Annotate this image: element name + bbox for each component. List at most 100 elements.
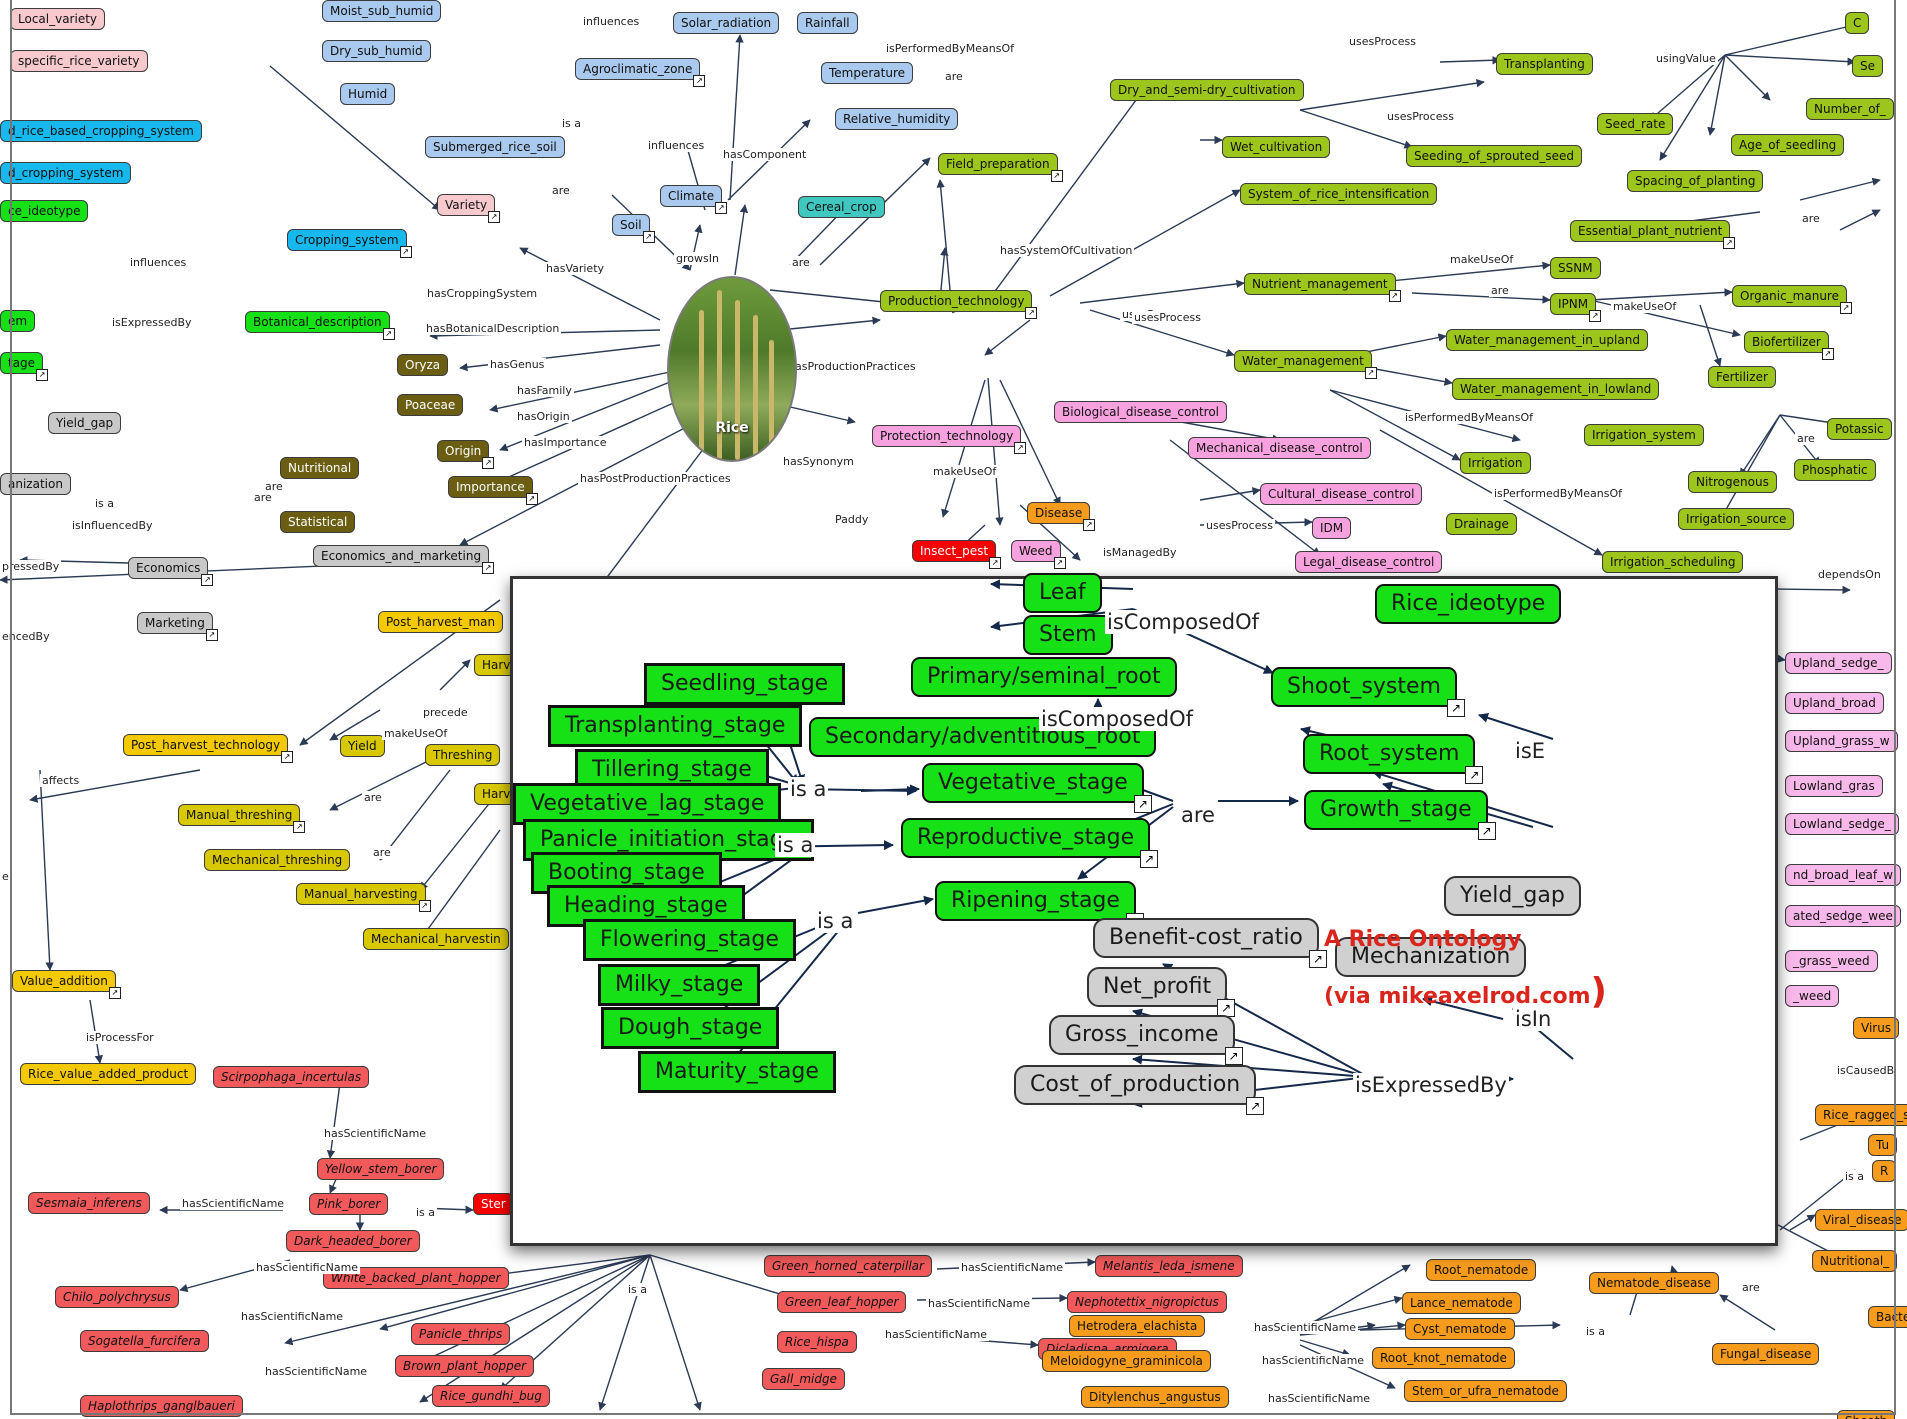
concept-node-melantis-leda-ismene[interactable]: Melantis_leda_ismene	[1095, 1255, 1243, 1277]
inset-node-vegetative-stage[interactable]: Vegetative_stage↗	[922, 763, 1152, 813]
rice-center-node[interactable]: Rice	[667, 276, 797, 462]
expand-icon[interactable]: ↗	[1821, 348, 1834, 360]
expand-icon[interactable]: ↗	[36, 369, 49, 381]
expand-icon[interactable]: ↗	[1025, 307, 1038, 319]
concept-node-relative-humidity[interactable]: Relative_humidity	[835, 108, 959, 130]
expand-icon[interactable]: ↗	[418, 900, 431, 912]
concept-node-statistical[interactable]: Statistical	[280, 511, 356, 533]
concept-node-lowland-sedge[interactable]: Lowland_sedge_	[1785, 813, 1899, 835]
concept-node-organic-manure[interactable]: Organic_manure↗	[1732, 285, 1852, 314]
inset-node-rice-ideotype[interactable]: Rice_ideotype	[1375, 584, 1562, 624]
concept-node-water-management-in-lowland[interactable]: Water_management_in_lowland	[1452, 378, 1660, 400]
concept-node-rice-hispa[interactable]: Rice_hispa	[777, 1331, 857, 1353]
concept-node-climate[interactable]: Climate↗	[660, 185, 728, 214]
concept-node-weed[interactable]: _weed	[1785, 985, 1840, 1007]
expand-icon[interactable]: ↗	[293, 821, 306, 833]
concept-node-se[interactable]: Se	[1852, 55, 1883, 77]
concept-node-yield[interactable]: Yield	[340, 735, 385, 757]
expand-icon[interactable]: ↗	[482, 562, 495, 574]
expand-icon[interactable]: ↗	[693, 75, 706, 87]
concept-node-value-addition[interactable]: Value_addition↗	[12, 970, 121, 999]
concept-node-ditylenchus-angustus[interactable]: Ditylenchus_angustus	[1081, 1386, 1229, 1408]
concept-node-manual-threshing[interactable]: Manual_threshing↗	[178, 804, 306, 833]
concept-node-system-of-rice-intensification[interactable]: System_of_rice_intensification	[1240, 183, 1438, 205]
inset-node-mechanization[interactable]: Mechanization	[1335, 937, 1527, 977]
expand-icon[interactable]: ↗	[1839, 302, 1852, 314]
concept-node-nutritional[interactable]: Nutritional_	[1812, 1250, 1898, 1272]
expand-icon[interactable]: ↗	[1308, 950, 1327, 968]
concept-node-sogatella-furcifera[interactable]: Sogatella_furcifera	[80, 1330, 209, 1352]
concept-node-green-leaf-hopper[interactable]: Green_leaf_hopper	[777, 1291, 907, 1313]
inset-node-reproductive-stage[interactable]: Reproductive_stage↗	[901, 818, 1159, 868]
expand-icon[interactable]: ↗	[1364, 367, 1377, 379]
concept-node-origin[interactable]: Origin↗	[437, 440, 495, 469]
concept-node-mechanical-harvestin[interactable]: Mechanical_harvestin	[363, 928, 509, 950]
concept-node-harv[interactable]: Harv	[474, 654, 519, 676]
concept-node-threshing[interactable]: Threshing	[425, 744, 501, 766]
concept-node-cultural-disease-control[interactable]: Cultural_disease_control	[1260, 483, 1423, 505]
concept-node-economics-and-marketing[interactable]: Economics_and_marketing↗	[313, 545, 495, 574]
concept-node-ster[interactable]: Ster	[473, 1193, 514, 1215]
expand-icon[interactable]: ↗	[1050, 170, 1063, 182]
expand-icon[interactable]: ↗	[1224, 1047, 1243, 1065]
concept-node-upland-grass-w[interactable]: Upland_grass_w	[1785, 730, 1898, 752]
concept-node-cyst-nematode[interactable]: Cyst_nematode	[1405, 1318, 1515, 1340]
concept-node-rice-value-added-product[interactable]: Rice_value_added_product	[20, 1063, 197, 1085]
inset-node-leaf[interactable]: Leaf	[1023, 573, 1102, 613]
concept-node-ce-ideotype[interactable]: ce_ideotype	[0, 200, 89, 222]
concept-node-mechanical-disease-control[interactable]: Mechanical_disease_control	[1188, 437, 1371, 459]
concept-node-irrigation-system[interactable]: Irrigation_system	[1584, 424, 1704, 446]
expand-icon[interactable]: ↗	[989, 557, 1002, 569]
inset-node-maturity-stage[interactable]: Maturity_stage	[638, 1051, 836, 1093]
concept-node-sesmaia-inferens[interactable]: Sesmaia_inferens	[28, 1192, 150, 1214]
concept-node-idm[interactable]: IDM	[1312, 517, 1352, 539]
expand-icon[interactable]: ↗	[1447, 699, 1465, 717]
concept-node-ipnm[interactable]: IPNM↗	[1550, 293, 1602, 322]
concept-node-solar-radiation[interactable]: Solar_radiation	[673, 12, 780, 34]
concept-node-d-cropping-system[interactable]: d_cropping_system	[0, 162, 132, 184]
concept-node-fertilizer[interactable]: Fertilizer	[1708, 366, 1776, 388]
concept-node-number-of[interactable]: Number_of_	[1806, 98, 1894, 120]
concept-node-post-harvest-man[interactable]: Post_harvest_man	[378, 611, 504, 633]
concept-node-botanical-description[interactable]: Botanical_description↗	[245, 311, 395, 340]
inset-node-milky-stage[interactable]: Milky_stage	[598, 964, 761, 1006]
inset-node-dough-stage[interactable]: Dough_stage	[601, 1007, 780, 1049]
expand-icon[interactable]: ↗	[1014, 442, 1027, 454]
expand-icon[interactable]: ↗	[642, 231, 655, 243]
concept-node-specific-rice-variety[interactable]: specific_rice_variety	[10, 50, 148, 72]
concept-node-temperature[interactable]: Temperature	[821, 62, 914, 84]
concept-node-local-variety[interactable]: Local_variety	[10, 8, 106, 30]
concept-node-economics[interactable]: Economics↗	[128, 557, 214, 586]
inset-node-flowering-stage[interactable]: Flowering_stage	[583, 919, 796, 961]
concept-node-virus[interactable]: Virus	[1853, 1017, 1900, 1039]
concept-node-root-nematode[interactable]: Root_nematode	[1426, 1259, 1537, 1281]
concept-node-agroclimatic-zone[interactable]: Agroclimatic_zone↗	[575, 58, 706, 87]
concept-node-nutritional[interactable]: Nutritional	[280, 457, 360, 479]
concept-node-variety[interactable]: Variety↗	[437, 194, 501, 223]
concept-node-gall-midge[interactable]: Gall_midge	[762, 1368, 845, 1390]
concept-node-r[interactable]: R	[1872, 1160, 1897, 1182]
concept-node-marketing[interactable]: Marketing↗	[137, 612, 218, 641]
concept-node-c[interactable]: C	[1845, 12, 1870, 34]
concept-node-sheath[interactable]: Sheath	[1837, 1410, 1896, 1419]
concept-node-insect-pest[interactable]: Insect_pest↗	[912, 540, 1002, 569]
concept-node-water-management[interactable]: Water_management↗	[1234, 350, 1377, 379]
concept-node-drainage[interactable]: Drainage	[1446, 513, 1517, 535]
expand-icon[interactable]: ↗	[1053, 557, 1066, 569]
inset-node-root-system[interactable]: Root_system↗	[1303, 734, 1484, 784]
concept-node-production-technology[interactable]: Production_technology↗	[880, 290, 1038, 319]
concept-node-nd-broad-leaf-w[interactable]: nd_broad_leaf_w	[1785, 864, 1901, 886]
concept-node-importance[interactable]: Importance↗	[448, 476, 538, 505]
expand-icon[interactable]: ↗	[525, 493, 538, 505]
concept-node-moist-sub-humid[interactable]: Moist_sub_humid	[322, 0, 442, 22]
expand-icon[interactable]: ↗	[1083, 519, 1096, 531]
concept-node-grass-weed[interactable]: _grass_weed	[1785, 950, 1878, 972]
concept-node-essential-plant-nutrient[interactable]: Essential_plant_nutrient↗	[1570, 220, 1736, 249]
concept-node-tu[interactable]: Tu	[1868, 1134, 1898, 1156]
expand-icon[interactable]: ↗	[482, 457, 495, 469]
concept-node-pink-borer[interactable]: Pink_borer	[309, 1193, 389, 1215]
concept-node-nematode-disease[interactable]: Nematode_disease	[1589, 1272, 1720, 1294]
concept-node-wet-cultivation[interactable]: Wet_cultivation	[1222, 136, 1331, 158]
concept-node-hetrodera-elachista[interactable]: Hetrodera_elachista	[1069, 1315, 1206, 1337]
concept-node-irrigation-scheduling[interactable]: Irrigation_scheduling	[1602, 551, 1744, 573]
